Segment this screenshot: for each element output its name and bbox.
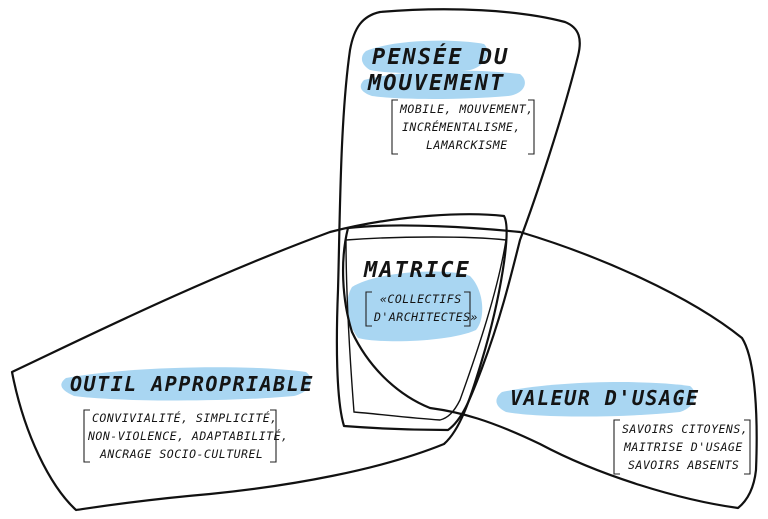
matrice-title: MATRICE — [363, 258, 471, 283]
outlines — [10, 8, 758, 512]
matrice-bracket-right — [464, 291, 471, 327]
highlight-pensee-1 — [361, 40, 488, 73]
valeur-bracket-left — [613, 419, 620, 475]
outil-bracket-left — [83, 409, 90, 463]
outil-bracket-right — [270, 409, 277, 463]
pensee-line-1: MOBILE, MOUVEMENT, — [399, 102, 534, 116]
pensee-bracket-right — [528, 99, 535, 155]
outil-group: OUTIL APPROPRIABLE CONVIVIALITÉ, SIMPLIC… — [70, 372, 314, 463]
highlights — [61, 40, 695, 417]
valeur-group: VALEUR D'USAGE SAVOIRS CITOYENS, MAITRIS… — [510, 386, 751, 475]
shape-valeur — [342, 224, 758, 510]
shape-outil — [10, 213, 508, 512]
matrice-bracket-left — [365, 291, 372, 327]
shape-matrice-inner — [345, 236, 507, 421]
valeur-line-3: SAVOIRS ABSENTS — [628, 458, 739, 472]
highlight-matrice — [347, 271, 483, 342]
matrice-line-2: D'ARCHITECTES» — [373, 310, 478, 324]
matrice-line-1: «COLLECTIFS — [380, 292, 462, 306]
highlight-outil — [61, 367, 311, 401]
highlight-valeur — [496, 382, 695, 417]
pensee-title-2: MOUVEMENT — [367, 71, 505, 96]
highlight-pensee-2 — [360, 70, 525, 99]
pensee-line-2: INCRÉMENTALISME, — [402, 119, 521, 134]
pensee-bracket-left — [391, 99, 398, 155]
valeur-bracket-right — [744, 419, 751, 475]
pensee-title-1: PENSÉE DU — [372, 44, 509, 70]
valeur-line-2: MAITRISE D'USAGE — [623, 440, 743, 454]
matrice-group: MATRICE «COLLECTIFS D'ARCHITECTES» — [363, 258, 478, 327]
outil-line-1: CONVIVIALITÉ, SIMPLICITÉ, — [92, 410, 278, 425]
outil-line-2: NON-VIOLENCE, ADAPTABILITÉ, — [87, 428, 288, 443]
outil-title: OUTIL APPROPRIABLE — [70, 372, 314, 396]
valeur-line-1: SAVOIRS CITOYENS, — [622, 422, 748, 436]
outil-line-3: ANCRAGE SOCIO-CULTUREL — [99, 447, 263, 461]
valeur-title: VALEUR D'USAGE — [510, 386, 700, 410]
pensee-line-3: LAMARCKISME — [426, 138, 508, 152]
pensee-group: PENSÉE DU MOUVEMENT MOBILE, MOUVEMENT, I… — [367, 44, 535, 155]
